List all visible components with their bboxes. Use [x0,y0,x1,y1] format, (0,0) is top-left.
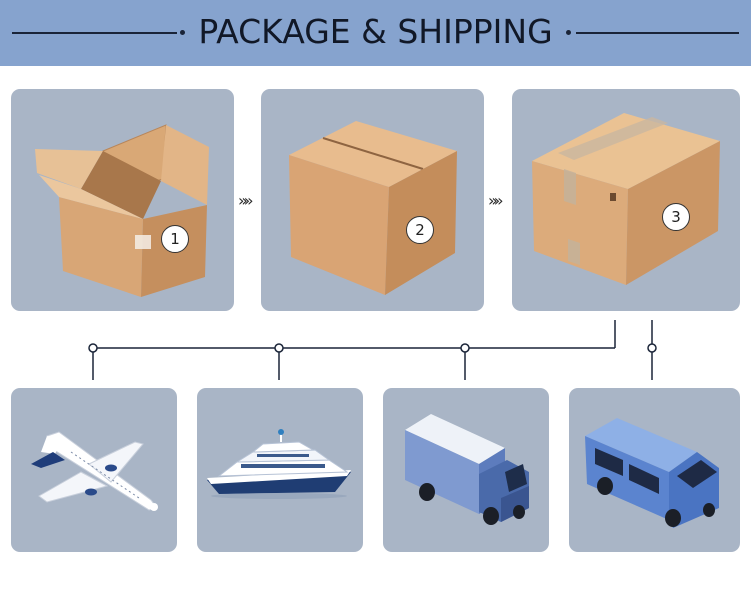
step-2-panel: 2 [261,89,484,311]
truck-icon [405,414,529,525]
van-icon [585,418,719,528]
header-bar: PACKAGE & SHIPPING [0,0,751,66]
step-3-panel: 3 [512,89,740,311]
page-title: PACKAGE & SHIPPING [198,12,553,51]
step-2-badge: 2 [406,216,434,244]
header-dot-right [566,30,571,35]
transport-van-panel [569,388,740,552]
transport-sea-panel [197,388,363,552]
header-rule-left [12,32,177,34]
open-box-icon [35,124,209,297]
header-dot-left [180,30,185,35]
transport-air-panel [11,388,177,552]
yacht-icon [207,429,351,499]
header-rule-right [576,32,739,34]
transport-road-panel [383,388,549,552]
step-1-badge: 1 [161,225,189,253]
step-1-panel: 1 [11,89,234,311]
step-1-number: 1 [170,230,180,248]
airplane-icon [31,431,158,511]
step-3-number: 3 [671,208,681,226]
step-2-number: 2 [415,221,425,239]
step-3-badge: 3 [662,203,690,231]
closed-box-icon [289,121,457,295]
